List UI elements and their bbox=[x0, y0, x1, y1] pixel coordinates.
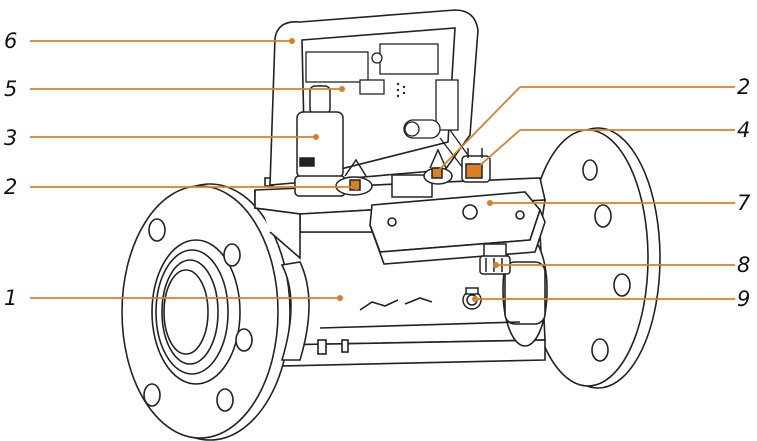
callout-label-9: 9 bbox=[737, 287, 750, 311]
circuit-board bbox=[305, 43, 476, 173]
flange-bolt-hole bbox=[594, 204, 612, 228]
leader-4-d bbox=[476, 129, 521, 169]
callout-labels: 6 5 3 2 1 2 4 7 8 9 bbox=[4, 29, 751, 311]
battery bbox=[294, 85, 346, 197]
callout-label-6: 6 bbox=[4, 29, 17, 53]
right-flange bbox=[527, 127, 661, 389]
left-flange bbox=[121, 183, 310, 441]
callout-leaders bbox=[30, 40, 735, 300]
flange-bolt-hole bbox=[216, 388, 234, 412]
flange-bolt-hole bbox=[143, 383, 161, 407]
flange-bolt-hole bbox=[235, 328, 253, 352]
callout-label-7: 7 bbox=[737, 191, 751, 215]
flange-bolt-hole bbox=[582, 159, 598, 181]
callout-label-2-right: 2 bbox=[737, 75, 750, 99]
callout-dots bbox=[289, 38, 499, 302]
pressure-port bbox=[462, 287, 482, 310]
flange-bolt-hole bbox=[613, 273, 631, 297]
callout-label-3: 3 bbox=[4, 126, 17, 150]
cable-gland bbox=[479, 243, 511, 275]
callout-label-8: 8 bbox=[737, 253, 750, 277]
callout-label-5: 5 bbox=[4, 77, 17, 101]
callout-label-4: 4 bbox=[737, 118, 750, 142]
flange-bolt-hole bbox=[148, 218, 166, 242]
flange-bolt-hole bbox=[223, 243, 241, 267]
callout-label-2-left: 2 bbox=[4, 175, 17, 199]
flange-bolt-hole bbox=[591, 338, 609, 362]
callout-label-1: 1 bbox=[4, 286, 17, 310]
leader-2-right-d bbox=[436, 86, 521, 173]
